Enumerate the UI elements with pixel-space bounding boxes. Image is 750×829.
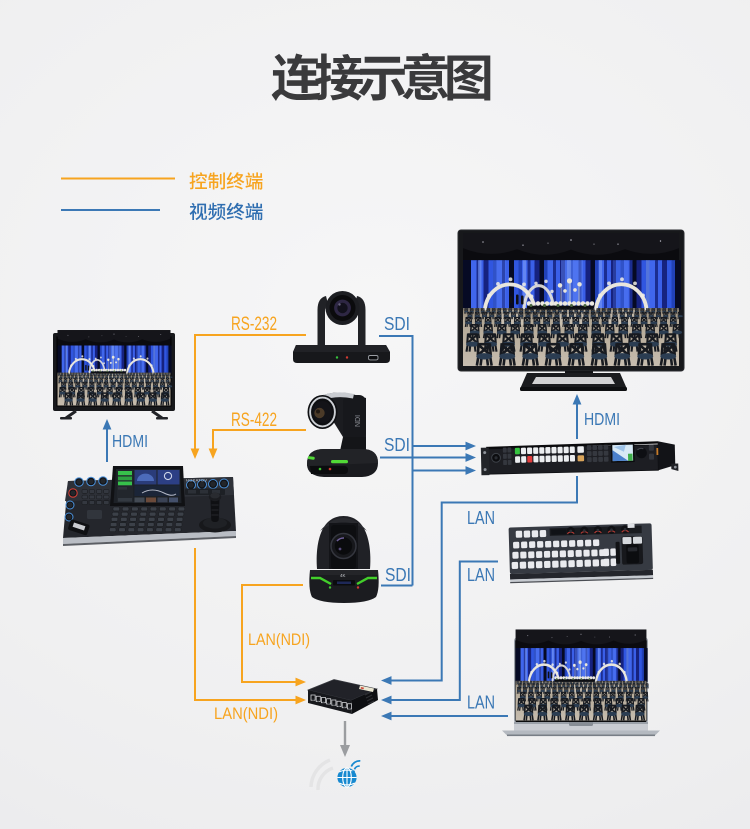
svg-text:SDI: SDI [384, 314, 410, 334]
svg-text:LAN: LAN [467, 507, 495, 528]
svg-text:HDMI: HDMI [584, 409, 620, 429]
svg-text:LAN: LAN [467, 692, 495, 713]
svg-text:4K: 4K [340, 573, 345, 578]
svg-text:HOKATOV: HOKATOV [186, 478, 207, 483]
svg-text:RS-232: RS-232 [231, 313, 277, 335]
svg-text:LAN(NDI): LAN(NDI) [214, 704, 278, 723]
svg-text:NDI: NDI [355, 415, 362, 427]
svg-text:RS-422: RS-422 [231, 409, 277, 431]
svg-text:SDI: SDI [385, 565, 411, 585]
svg-text:HDMI: HDMI [112, 431, 148, 451]
svg-text:LAN(NDI): LAN(NDI) [248, 630, 310, 649]
svg-text:LAN: LAN [467, 564, 495, 585]
svg-text:SDI: SDI [384, 435, 410, 455]
